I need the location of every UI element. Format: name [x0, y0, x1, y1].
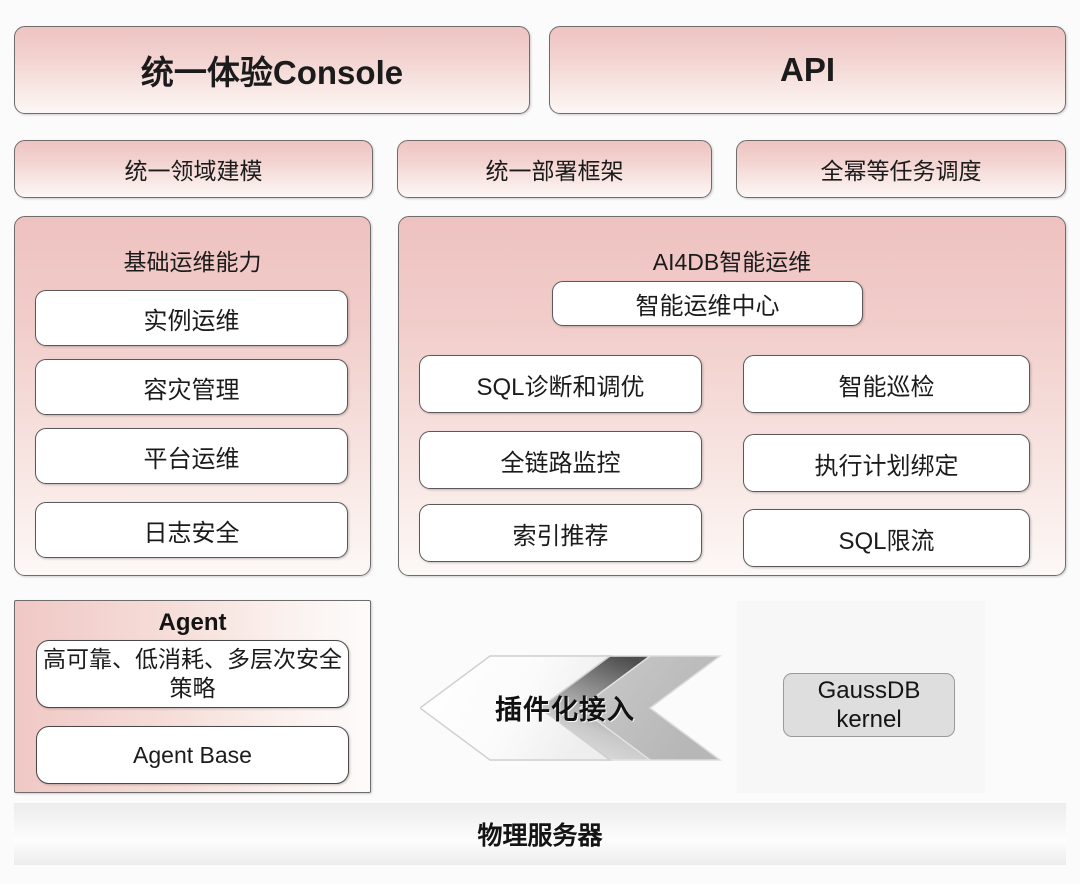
card-label: 智能巡检 [838, 373, 935, 401]
card-intelligent-inspection[interactable]: 智能巡检 [743, 355, 1030, 413]
card-label: GaussDB kernel [817, 676, 921, 733]
card-full-link-monitoring[interactable]: 全链路监控 [419, 431, 702, 489]
card-sql-diagnosis-tuning[interactable]: SQL诊断和调优 [419, 355, 702, 413]
block-idempotent-task-scheduling[interactable]: 全幂等任务调度 [736, 140, 1066, 198]
block-unified-domain-modeling[interactable]: 统一领域建模 [14, 140, 373, 198]
card-label: SQL限流 [838, 527, 935, 555]
bar-physical-server: 物理服务器 [14, 803, 1066, 865]
block-unified-experience-console[interactable]: 统一体验Console [14, 26, 530, 114]
card-disaster-recovery[interactable]: 容灾管理 [35, 359, 348, 415]
card-gaussdb-kernel[interactable]: GaussDB kernel [783, 673, 955, 737]
card-label: Agent Base [133, 741, 252, 768]
card-agent-features[interactable]: 高可靠、低消耗、多层次安全策略 [36, 640, 349, 708]
connector-label: 插件化接入 [495, 695, 635, 725]
bar-label: 物理服务器 [477, 822, 603, 850]
card-label: 高可靠、低消耗、多层次安全策略 [43, 646, 342, 701]
block-label: API [779, 51, 835, 88]
card-index-recommendation[interactable]: 索引推荐 [419, 504, 702, 562]
card-label: 日志安全 [143, 519, 240, 547]
card-label: SQL诊断和调优 [476, 373, 645, 401]
card-label: 智能运维中心 [635, 293, 780, 320]
block-label: 全幂等任务调度 [820, 158, 982, 184]
card-sql-throttling[interactable]: SQL限流 [743, 509, 1030, 567]
card-log-security[interactable]: 日志安全 [35, 502, 348, 558]
card-instance-ops[interactable]: 实例运维 [35, 290, 348, 346]
chevrons-left-icon [418, 655, 723, 761]
card-label: 全链路监控 [500, 449, 621, 477]
panel-title: AI4DB智能运维 [652, 249, 812, 275]
connector-group: 插件化接入 [418, 648, 730, 768]
block-api[interactable]: API [549, 26, 1066, 114]
block-unified-deployment-framework[interactable]: 统一部署框架 [397, 140, 712, 198]
block-label: 统一领域建模 [124, 158, 263, 184]
panel-title: 基础运维能力 [123, 249, 262, 275]
panel-title: Agent [158, 609, 227, 636]
block-label: 统一体验Console [140, 54, 404, 91]
card-label: 实例运维 [143, 307, 240, 335]
card-label: 索引推荐 [512, 522, 609, 550]
card-label: 容灾管理 [143, 376, 240, 404]
card-platform-ops[interactable]: 平台运维 [35, 428, 348, 484]
card-label: 平台运维 [143, 445, 240, 473]
card-agent-base[interactable]: Agent Base [36, 726, 349, 784]
card-label: 执行计划绑定 [814, 452, 959, 480]
block-label: 统一部署框架 [485, 158, 624, 184]
card-intelligent-ops-center[interactable]: 智能运维中心 [552, 281, 863, 326]
card-execution-plan-binding[interactable]: 执行计划绑定 [743, 434, 1030, 492]
